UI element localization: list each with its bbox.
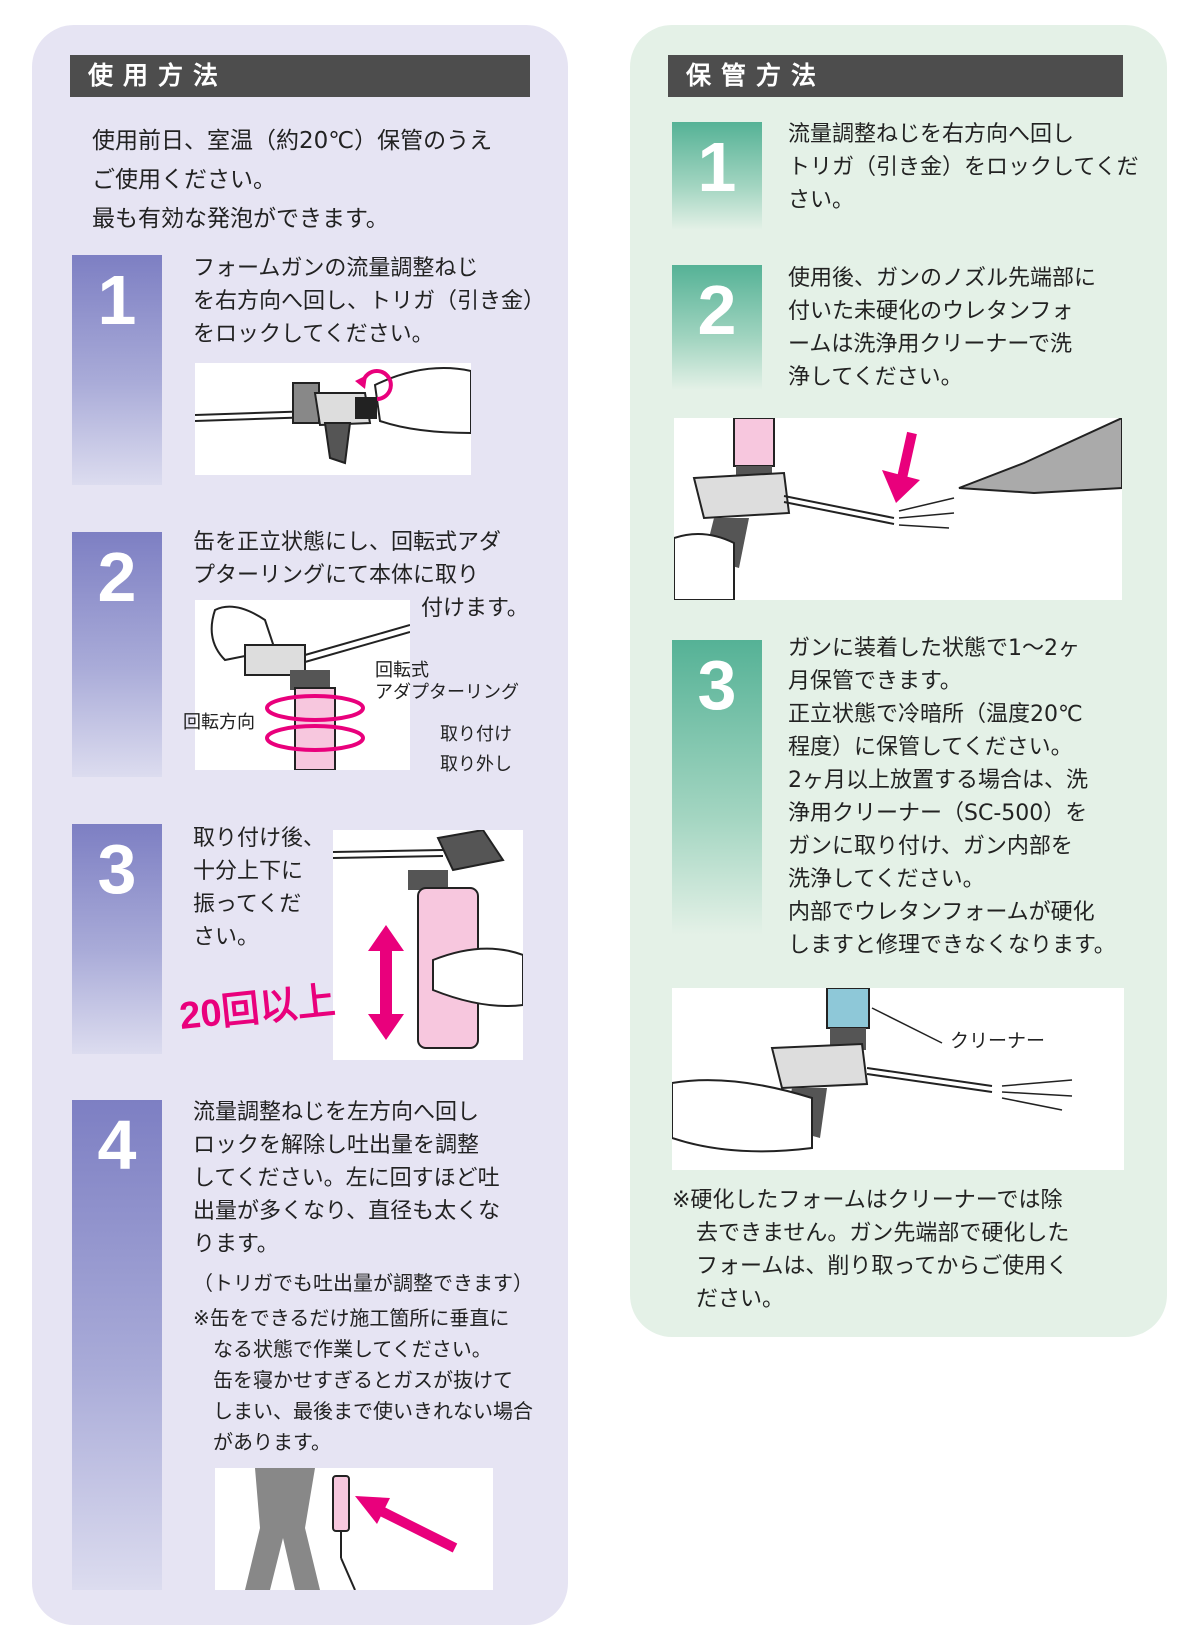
storage-step-2-number: 2 <box>672 265 762 390</box>
storage-step-1-text: 流量調整ねじを右方向へ回し トリガ（引き金）をロックしてくだ さい。 <box>788 118 1139 217</box>
text-line: 振ってくだ <box>193 892 302 917</box>
text-line: 内部でウレタンフォームが硬化 <box>788 900 1095 925</box>
text-line: ガンに装着した状態で1～2ヶ <box>788 636 1080 661</box>
usage-heading: 使用方法 <box>70 55 530 97</box>
note-line: ださい。 <box>696 1287 785 1312</box>
note-line: 缶を寝かせすぎるとガスが抜けて <box>213 1368 513 1392</box>
note-line: しまい、最後まで使いきれない場合 <box>213 1399 533 1423</box>
usage-step-1-text: フォームガンの流量調整ねじ を右方向へ回し、トリガ（引き金） をロックしてくださ… <box>193 252 545 351</box>
text-line: 程度）に保管してください。 <box>788 735 1073 760</box>
text-line: ります。 <box>193 1232 279 1257</box>
usage-step-4-text: 流量調整ねじを左方向へ回し ロックを解除し吐出量を調整 してください。左に回すほ… <box>193 1096 500 1261</box>
usage-step-4-note: ※缶をできるだけ施工箇所に垂直に なる状態で作業してください。 缶を寝かせすぎる… <box>193 1303 533 1458</box>
usage-step-2-text: 缶を正立状態にし、回転式アダ プターリングにて本体に取り 付けます。 <box>193 526 529 625</box>
usage-step-4-sub: （トリガでも吐出量が調整できます） <box>193 1271 533 1295</box>
note-line: フォームは、削り取ってからご使用く <box>696 1254 1069 1279</box>
detach-label: 取り外し <box>440 754 512 775</box>
text-line: プターリングにて本体に取り <box>193 563 480 588</box>
text-line: しますと修理できなくなります。 <box>788 933 1116 958</box>
storage-step-2-text: 使用後、ガンのノズル先端部に 付いた未硬化のウレタンフォ ームは洗浄用クリーナー… <box>788 262 1096 394</box>
usage-step-3-text: 取り付け後、 十分上下に 振ってくだ さい。 <box>193 822 325 954</box>
intro-line: 使用前日、室温（約20℃）保管のうえ <box>92 128 493 154</box>
note-line: があります。 <box>213 1430 331 1454</box>
text-line: 浄してください。 <box>788 365 963 390</box>
attach-label: 取り付け <box>440 724 512 745</box>
text-line: 流量調整ねじを左方向へ回し <box>193 1100 480 1125</box>
text-line: 十分上下に <box>193 859 304 884</box>
text-line: を右方向へ回し、トリガ（引き金） <box>193 289 546 314</box>
text-line: さい。 <box>788 188 855 213</box>
text-line: 取り付け後、 <box>193 826 326 851</box>
text-line: 付いた未硬化のウレタンフォ <box>788 299 1074 324</box>
text-line: トリガ（引き金）をロックしてくだ <box>788 155 1139 180</box>
nozzle-cleaning-illustration <box>674 418 1122 600</box>
adapter-ring-illustration <box>195 600 410 770</box>
text-line: 正立状態で冷暗所（温度20℃ <box>788 702 1083 727</box>
text-line: 2ヶ月以上放置する場合は、洗 <box>788 768 1088 793</box>
usage-intro: 使用前日、室温（約20℃）保管のうえ ご使用ください。 最も有効な発泡ができます… <box>92 122 532 239</box>
usage-step-3-number: 3 <box>72 824 162 1054</box>
storage-step-1-number: 1 <box>672 122 762 230</box>
shake-can-illustration <box>333 830 523 1060</box>
text-line: 月保管できます。 <box>788 669 962 694</box>
text-line: 缶を正立状態にし、回転式アダ <box>193 530 502 555</box>
text-line: ガンに取り付け、ガン内部を <box>788 834 1073 859</box>
text-line: をロックしてください。 <box>193 322 434 347</box>
text-line: 付けます。 <box>421 596 529 621</box>
rotating-ring-label: アダプターリング <box>375 682 519 703</box>
vertical-spray-illustration <box>215 1468 493 1590</box>
text-line: 出量が多くなり、直径も太くな <box>193 1199 501 1224</box>
rotation-direction-label: 回転方向 <box>183 712 255 733</box>
rotating-ring-label: 回転式 <box>375 660 429 681</box>
text-line: ームは洗浄用クリーナーで洗 <box>788 332 1073 357</box>
storage-step-3-text: ガンに装着した状態で1～2ヶ 月保管できます。 正立状態で冷暗所（温度20℃ 程… <box>788 632 1116 962</box>
note-line: ※硬化したフォームはクリーナーでは除 <box>672 1188 1063 1213</box>
text-line: フォームガンの流量調整ねじ <box>193 256 479 281</box>
storage-note: ※硬化したフォームはクリーナーでは除 去できません。ガン先端部で硬化した フォー… <box>672 1184 1069 1316</box>
usage-step-2-number: 2 <box>72 532 162 777</box>
text-line: 使用後、ガンのノズル先端部に <box>788 266 1097 291</box>
note-line: ※缶をできるだけ施工箇所に垂直に <box>193 1306 510 1330</box>
text-line: 流量調整ねじを右方向へ回し <box>788 122 1075 147</box>
storage-heading: 保管方法 <box>668 55 1123 97</box>
up-down-arrow-icon <box>368 925 404 1040</box>
text-line: さい。 <box>193 925 260 950</box>
note-line: 去できません。ガン先端部で硬化した <box>696 1221 1070 1246</box>
storage-step-3-number: 3 <box>672 640 762 935</box>
foam-gun-lock-illustration <box>195 363 471 475</box>
intro-line: ご使用ください。 <box>92 167 276 193</box>
cleaner-attached-illustration <box>672 988 1124 1170</box>
text-line: 浄用クリーナー（SC-500）を <box>788 801 1088 826</box>
note-line: なる状態で作業してください。 <box>213 1337 492 1361</box>
cleaner-label: クリーナー <box>950 1030 1046 1052</box>
text-line: してください。左に回すほど吐 <box>193 1166 500 1191</box>
text-line: ロックを解除し吐出量を調整 <box>193 1133 480 1158</box>
usage-step-1-number: 1 <box>72 255 162 485</box>
usage-step-4-number: 4 <box>72 1100 162 1590</box>
intro-line: 最も有効な発泡ができます。 <box>92 206 389 232</box>
text-line: 洗浄してください。 <box>788 867 985 892</box>
